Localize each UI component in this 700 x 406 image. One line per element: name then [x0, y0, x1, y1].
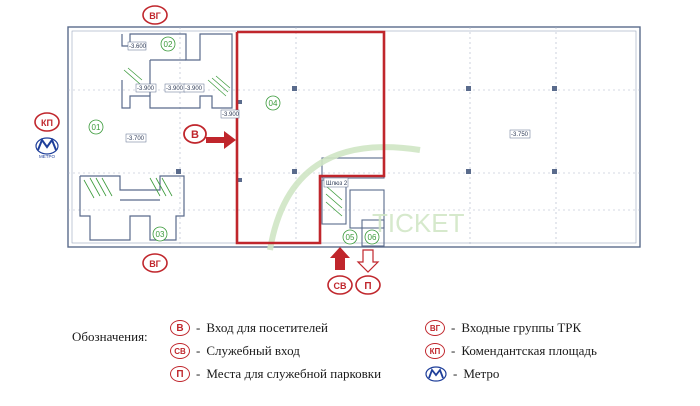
stair-hatch-lower: [83, 177, 173, 199]
legend-badge: КП: [425, 343, 445, 359]
watermark-text: TICKET: [372, 208, 465, 238]
column-grid: [68, 27, 640, 247]
floor-plan: TICKET 01 02 03 04 05 06 -3.600 -3.900 -…: [34, 5, 641, 295]
room-06-label: 06: [368, 233, 377, 242]
legend-item-visitor-entrance: В - Вход для посетителей: [170, 318, 328, 338]
service-label: Шлюз 2: [326, 181, 348, 187]
legend-badge: В: [170, 320, 190, 336]
legend-text: Комендантская площадь: [461, 343, 597, 358]
highlighted-area: [235, 30, 386, 245]
legend-text: Метро: [463, 366, 500, 381]
service-entrance-badge: [327, 275, 353, 295]
level-mark-4: -3.900: [185, 86, 203, 92]
legend-item-entrance-groups: ВГ - Входные группы ТРК: [425, 318, 581, 338]
stair-hatch-center: [325, 185, 343, 217]
service-entrance-badge-text: СВ: [334, 281, 347, 291]
level-mark-1: -3.600: [129, 44, 147, 50]
legend-text: Входные группы ТРК: [461, 320, 582, 335]
level-marks: [125, 41, 531, 143]
legend-text: Служебный вход: [206, 343, 300, 358]
legend-text: Вход для посетителей: [206, 320, 328, 335]
entrance-group-badge-bottom-text: ВГ: [149, 259, 161, 269]
visitor-entrance-arrow: [206, 131, 236, 149]
legend-item-service-parking: П - Места для служебной парковки: [170, 364, 381, 384]
level-mark-7: -3.750: [511, 132, 529, 138]
level-mark-3: -3.900: [166, 86, 184, 92]
commandant-square-badge: [34, 112, 60, 132]
room-markers: [88, 36, 380, 245]
parking-arrow: [356, 249, 380, 273]
room-05-label: 05: [346, 233, 355, 242]
parking-badge: [355, 275, 381, 295]
building-outline: [67, 26, 641, 248]
entrance-group-badge-bottom: [142, 253, 168, 273]
level-mark-2: -3.900: [137, 86, 155, 92]
metro-icon: [35, 137, 59, 155]
visitor-entrance-badge: [183, 124, 207, 144]
metro-caption: МЕТРО: [39, 154, 55, 159]
metro-icon: [425, 366, 447, 382]
legend-title: Обозначения:: [72, 329, 148, 344]
room-03-label: 03: [156, 230, 165, 239]
visitor-entrance-badge-text: В: [191, 129, 199, 141]
level-mark-6: -3.700: [127, 136, 145, 142]
parking-badge-text: П: [364, 281, 371, 292]
legend-item-metro: - Метро: [425, 364, 499, 384]
columns: [176, 86, 557, 182]
level-mark-5: -3.900: [222, 112, 240, 118]
room-01-label: 01: [92, 123, 101, 132]
watermark-arc: [267, 144, 421, 251]
room-04-label: 04: [269, 99, 278, 108]
legend: Обозначения: В - Вход для посетителей СВ…: [0, 312, 700, 406]
stair-block-lower: [79, 175, 185, 241]
legend-item-service-entrance: СВ - Служебный вход: [170, 341, 300, 361]
legend-item-commandant-square: КП - Комендантская площадь: [425, 341, 597, 361]
entrance-group-badge-top: [142, 5, 168, 25]
legend-text: Места для служебной парковки: [206, 366, 382, 381]
service-entrance-arrow: [330, 247, 350, 270]
legend-badge: П: [170, 366, 190, 382]
room-02-label: 02: [164, 40, 173, 49]
commandant-square-badge-text: КП: [41, 118, 53, 128]
entrance-group-badge-top-text: ВГ: [149, 11, 161, 21]
legend-badge: СВ: [170, 343, 190, 359]
building-outline-inner: [71, 30, 637, 244]
legend-badge: ВГ: [425, 320, 445, 336]
stair-hatch-upper: [123, 67, 231, 97]
